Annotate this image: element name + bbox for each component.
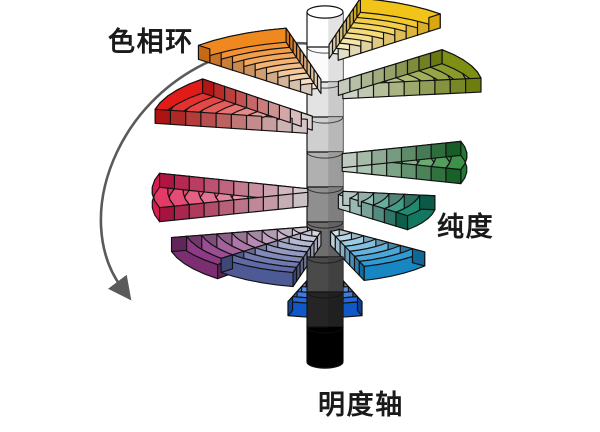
hue-sector-yellow bbox=[328, 0, 441, 61]
label-hue-circle: 色相环 bbox=[108, 27, 194, 58]
hue-sector-red-purple bbox=[151, 172, 309, 223]
hue-sector-green bbox=[341, 140, 468, 185]
value-axis-segment-dark-gray-2 bbox=[306, 256, 344, 299]
hue-sector-blue-green bbox=[337, 190, 436, 231]
label-purity: 纯度 bbox=[437, 212, 495, 243]
hue-sectors-back bbox=[154, 0, 482, 134]
hue-sector-cyan-blue bbox=[329, 228, 426, 281]
hue-sectors-front bbox=[151, 140, 468, 319]
hue-sector-orange bbox=[197, 27, 322, 96]
hue-sector-purple-blue bbox=[220, 229, 322, 288]
hue-sector-yellow-green bbox=[337, 49, 482, 100]
value-axis-lower bbox=[306, 256, 344, 369]
label-value-axis: 明度轴 bbox=[318, 390, 404, 421]
hue-sector-red bbox=[154, 78, 313, 134]
value-axis-segment-black bbox=[306, 326, 344, 369]
